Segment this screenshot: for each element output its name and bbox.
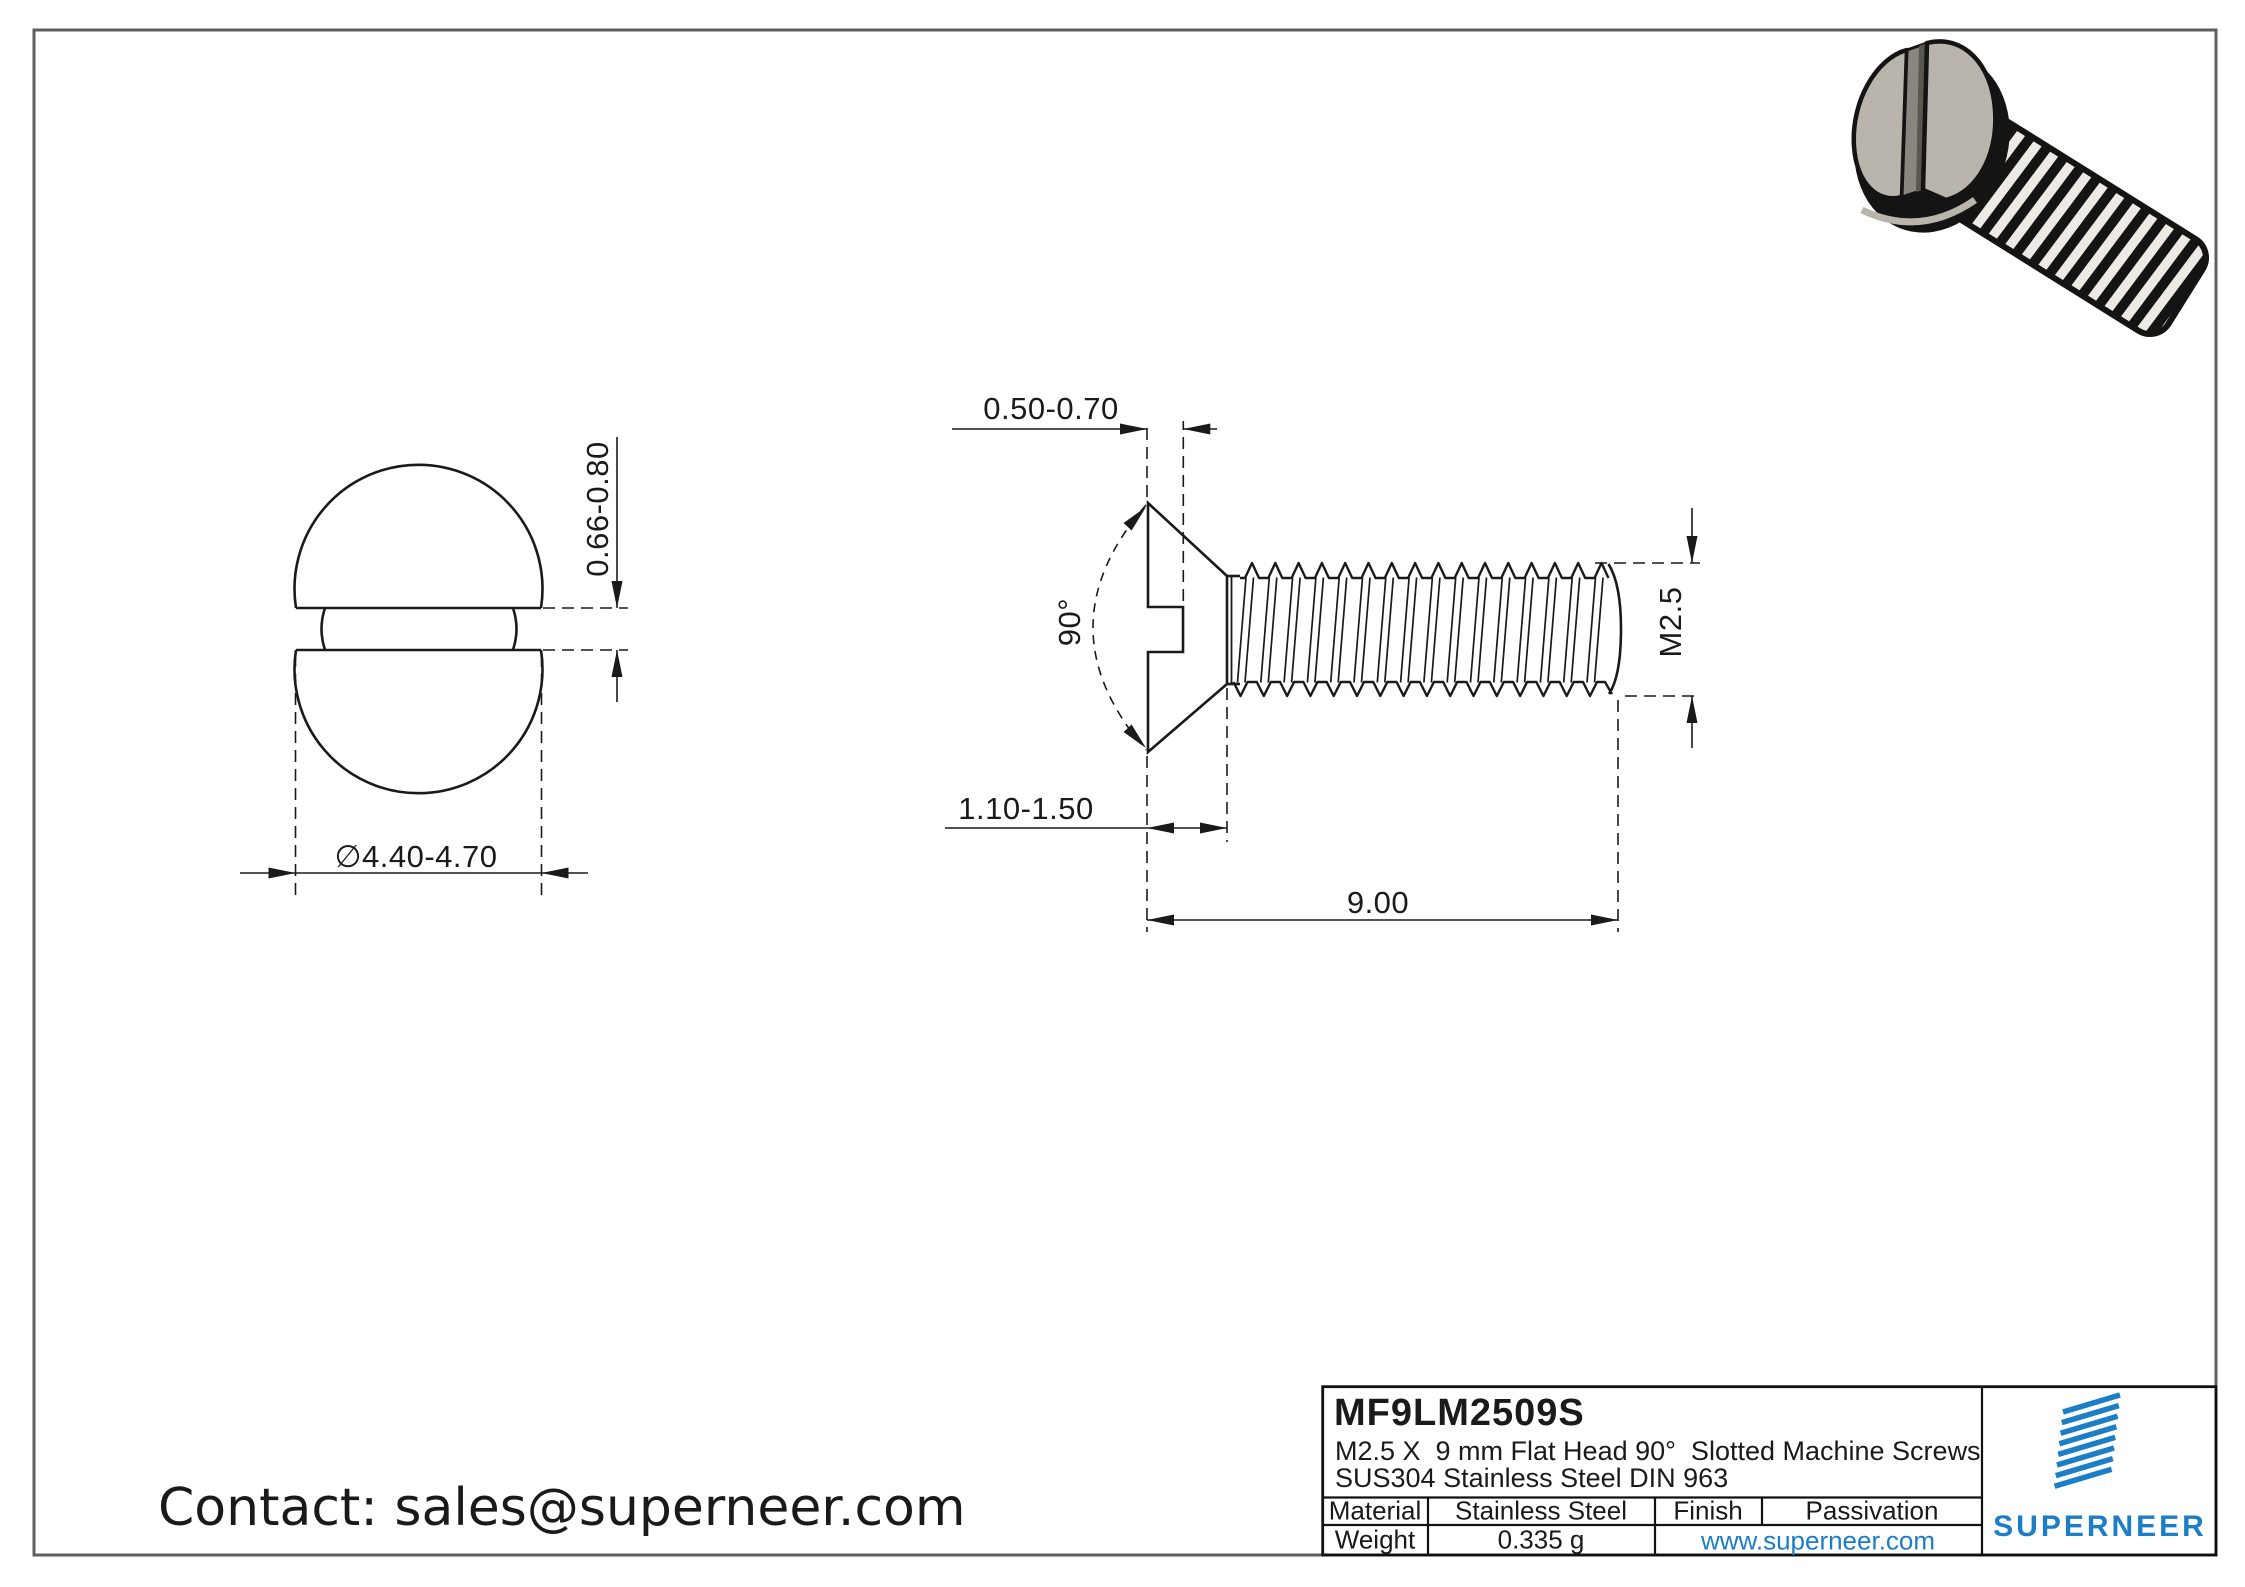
- finish-label: Finish: [1673, 1495, 1743, 1526]
- side-view-extension-lines: [1092, 421, 1700, 932]
- slot-floor-arc-left: [320, 607, 327, 651]
- dimension-arrowheads: [268, 423, 1698, 926]
- title-block-grid: [1321, 1385, 2218, 1557]
- weight-label: Weight: [1334, 1524, 1416, 1555]
- part-description-line1: M2.5 X 9 mm Flat Head 90° Slotted Machin…: [1335, 1436, 1981, 1466]
- contact-line: Contact: sales@superneer.com: [158, 1478, 966, 1538]
- superneer-logo-mark: [2053, 1392, 2121, 1489]
- dim-total-length: 9.00: [1346, 885, 1410, 920]
- finish-value: Passivation: [1805, 1495, 1939, 1526]
- weight-value: 0.335 g: [1497, 1524, 1585, 1555]
- website-link[interactable]: www.superneer.com: [1700, 1525, 1936, 1556]
- material-value: Stainless Steel: [1455, 1495, 1627, 1526]
- brand-logo-text: SUPERNEER: [1993, 1510, 2207, 1543]
- dim-slot-depth: 0.66-0.80: [580, 441, 615, 577]
- side-view-head-outline: [1146, 500, 1623, 755]
- head-face-right-lobe: [1920, 39, 1998, 203]
- thread-end-cap: [1607, 563, 1623, 695]
- dim-slot-width: 0.50-0.70: [983, 391, 1119, 426]
- side-view-dimension-lines: [945, 428, 1693, 921]
- angle-arc: [1092, 504, 1147, 751]
- part-description-line2: SUS304 Stainless Steel DIN 963: [1335, 1463, 1729, 1493]
- dim-thread-spec: M2.5: [1653, 586, 1688, 658]
- head-face-left-lobe: [1851, 47, 1910, 201]
- part-number: MF9LM2509S: [1334, 1392, 1585, 1434]
- screw-3d-render: [1851, 39, 2215, 340]
- material-label: Material: [1328, 1495, 1422, 1526]
- front-view-extension-lines: [294, 607, 628, 895]
- dim-head-diameter: ∅4.40-4.70: [334, 839, 498, 874]
- dim-head-height: 1.10-1.50: [958, 791, 1094, 826]
- front-view-head-outline: [293, 463, 544, 795]
- head-rim-highlight: [1860, 197, 1977, 226]
- thread-profile: [1232, 561, 1614, 698]
- slot-floor-arc-right: [511, 607, 518, 651]
- sheet-border: [32, 28, 2218, 1557]
- dim-head-angle: 90°: [1052, 597, 1087, 647]
